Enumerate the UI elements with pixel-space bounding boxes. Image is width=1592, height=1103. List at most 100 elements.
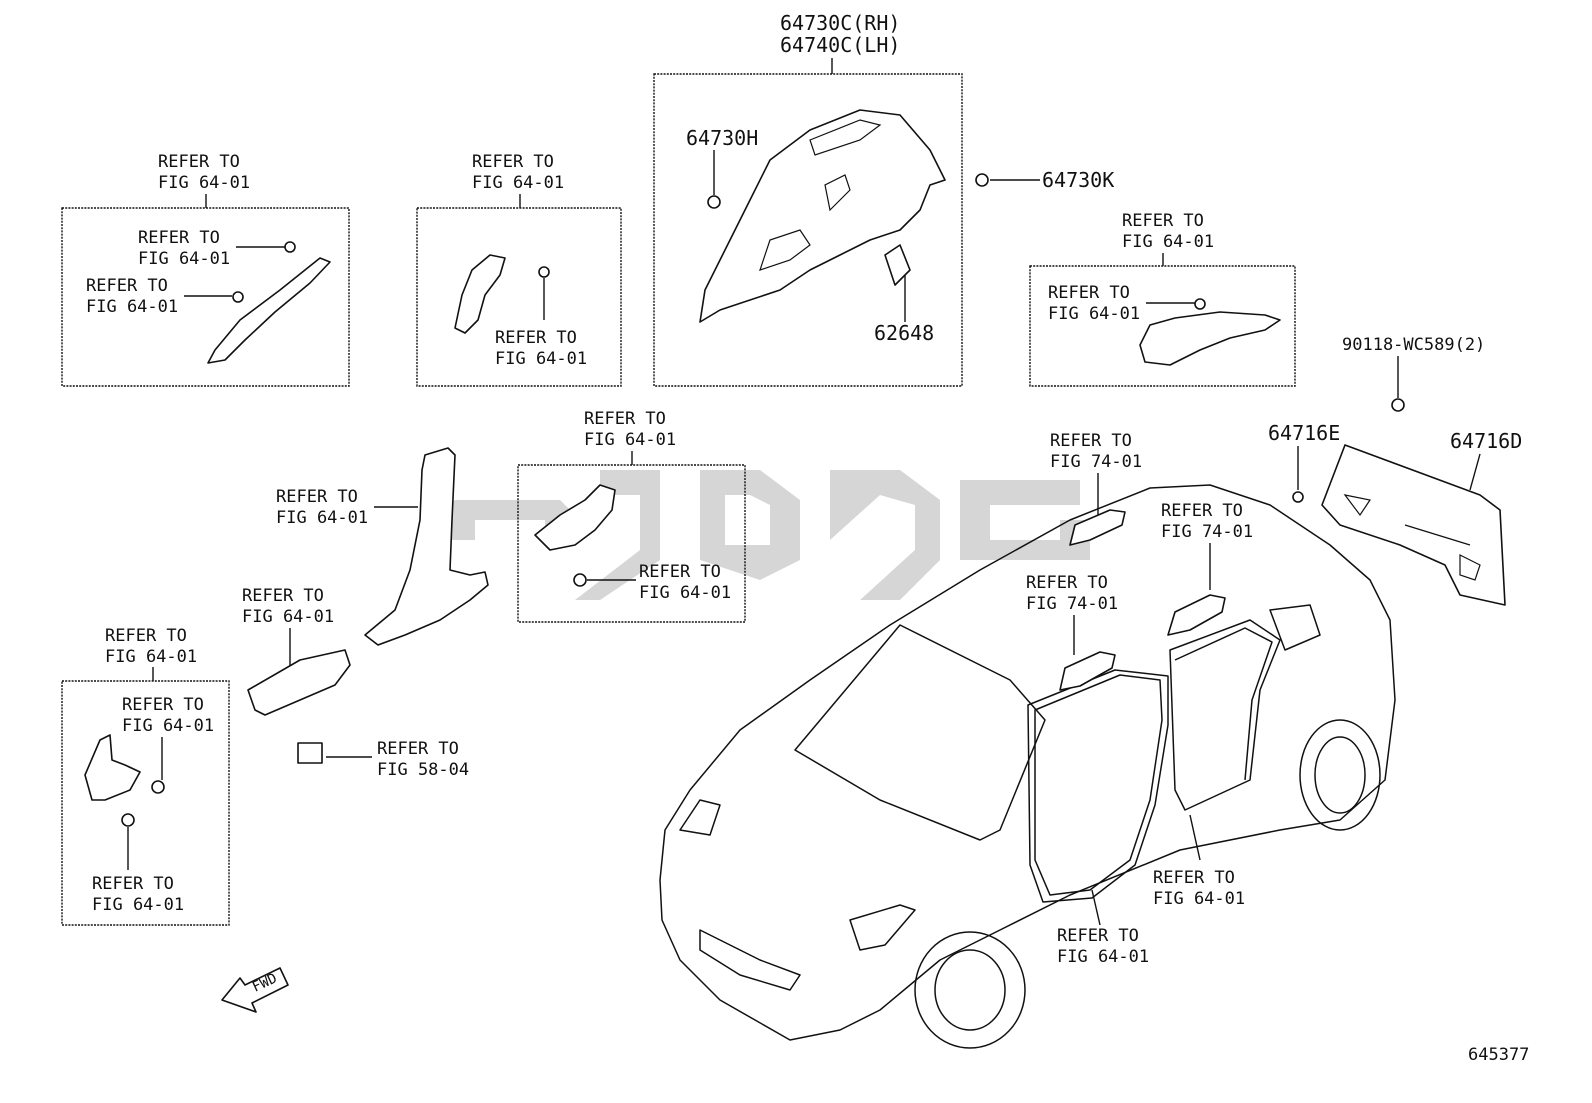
detail-box bbox=[61, 207, 350, 387]
part-64716D: 64716D bbox=[1450, 429, 1522, 453]
callout-text: FIG 64-01 bbox=[472, 173, 564, 193]
callout-text: REFER TO bbox=[138, 228, 220, 248]
forward-arrow-icon bbox=[221, 967, 289, 1013]
group-rear-trim: REFER TO FIG 64-01 REFER TO FIG 64-01 bbox=[1029, 211, 1296, 387]
rear-door-opening bbox=[1169, 619, 1281, 811]
assist-grip bbox=[1069, 509, 1126, 546]
callout-text: REFER TO bbox=[1050, 431, 1132, 451]
detail-box bbox=[61, 680, 230, 926]
callout-text: FIG 64-01 bbox=[86, 297, 178, 317]
callout-text: REFER TO bbox=[122, 695, 204, 715]
detail-box bbox=[653, 73, 963, 387]
part-90118: 90118-WC589(2) bbox=[1342, 335, 1485, 355]
front-door-opening bbox=[1034, 674, 1163, 896]
callout-text: REFER TO bbox=[105, 626, 187, 646]
cover-62648 bbox=[884, 244, 911, 286]
detail-box bbox=[517, 464, 746, 623]
callout-text: REFER TO bbox=[276, 487, 358, 507]
clip-icon bbox=[121, 813, 135, 827]
rear-trim-panel bbox=[1139, 311, 1281, 366]
front-wheel bbox=[914, 931, 1026, 1049]
callout-text: FIG 74-01 bbox=[1050, 452, 1142, 472]
clip-icon bbox=[284, 241, 296, 253]
group-64730K: 64730K bbox=[975, 168, 1114, 192]
group-luggage-trim: 90118-WC589(2) 64716E 64716D bbox=[1268, 335, 1522, 606]
callout-text: FIG 64-01 bbox=[138, 249, 230, 269]
clip-icon bbox=[573, 573, 587, 587]
callout-text: REFER TO bbox=[242, 586, 324, 606]
assist-grip bbox=[1059, 651, 1116, 691]
diagram-number: 645377 bbox=[1468, 1045, 1529, 1065]
watermark bbox=[445, 470, 1090, 600]
clip-icon bbox=[151, 780, 165, 794]
part-62648: 62648 bbox=[874, 321, 934, 345]
group-quarter-trim: 64730C(RH) 64740C(LH) 64730H 62648 bbox=[653, 11, 963, 387]
luggage-trim-panel bbox=[1321, 444, 1506, 606]
callout-text: REFER TO bbox=[1153, 868, 1235, 888]
callout-text: REFER TO bbox=[92, 874, 174, 894]
callout-text: REFER TO bbox=[495, 328, 577, 348]
part-64730K: 64730K bbox=[1042, 168, 1114, 192]
windshield bbox=[794, 624, 1046, 841]
callout-text: FIG 64-01 bbox=[639, 583, 731, 603]
center-pillar-garnish bbox=[364, 447, 489, 646]
pillar-garnish bbox=[454, 254, 506, 334]
callout-text: FIG 64-01 bbox=[584, 430, 676, 450]
detail-box bbox=[1029, 265, 1296, 387]
door-trim-piece bbox=[534, 484, 616, 551]
detail-box bbox=[416, 207, 622, 387]
clip-icon bbox=[1391, 398, 1405, 412]
callout-text: REFER TO bbox=[377, 739, 459, 759]
assist-grip bbox=[1167, 594, 1226, 636]
callout-text: REFER TO bbox=[1161, 501, 1243, 521]
callout-text: FIG 64-01 bbox=[495, 349, 587, 369]
callout-text: FIG 64-01 bbox=[1122, 232, 1214, 252]
callout-text: FIG 64-01 bbox=[92, 895, 184, 915]
assembly-rh: 64730C(RH) bbox=[780, 11, 900, 35]
fig-label: FIG 64-01 bbox=[158, 173, 250, 193]
headlamp bbox=[849, 904, 916, 951]
group-assist-grips: REFER TO FIG 74-01 REFER TO FIG 74-01 RE… bbox=[1026, 431, 1253, 967]
callout-text: FIG 58-04 bbox=[377, 760, 469, 780]
callout-text: FIG 64-01 bbox=[1153, 889, 1245, 909]
callout-text: FIG 64-01 bbox=[122, 716, 214, 736]
assembly-lh: 64740C(LH) bbox=[780, 33, 900, 57]
part-64716E: 64716E bbox=[1268, 421, 1340, 445]
clip-icon bbox=[538, 266, 550, 278]
callout-text: FIG 64-01 bbox=[105, 647, 197, 667]
part-64730H: 64730H bbox=[686, 126, 758, 150]
callout-text: REFER TO bbox=[1122, 211, 1204, 231]
clip-icon bbox=[975, 173, 989, 187]
group-center-pillar: REFER TO FIG 64-01 REFER TO FIG 64-01 RE… bbox=[242, 447, 489, 780]
callout-text: REFER TO bbox=[86, 276, 168, 296]
clip-icon bbox=[1194, 298, 1206, 310]
callout-text: FIG 74-01 bbox=[1161, 522, 1253, 542]
callout-text: REFER TO bbox=[1057, 926, 1139, 946]
fwd-arrow: FWD bbox=[221, 967, 289, 1013]
car-body-outline bbox=[659, 484, 1396, 1049]
quarter-window bbox=[1269, 604, 1321, 651]
group-pillar-lower: REFER TO FIG 64-01 REFER TO FIG 64-01 bbox=[416, 152, 622, 387]
callout-text: REFER TO bbox=[472, 152, 554, 172]
group-door-trim: REFER TO FIG 64-01 REFER TO FIG 64-01 bbox=[517, 409, 746, 623]
clip-icon bbox=[232, 291, 244, 303]
callout-text: REFER TO bbox=[584, 409, 666, 429]
group-a-pillar: REFER TO FIG 64-01 REFER TO FIG 64-01 RE… bbox=[61, 152, 350, 387]
callout-text: FIG 74-01 bbox=[1026, 594, 1118, 614]
grille bbox=[699, 929, 801, 991]
callout-text: REFER TO bbox=[639, 562, 721, 582]
group-kick-panel: REFER TO FIG 64-01 REFER TO FIG 64-01 RE… bbox=[61, 626, 230, 926]
a-pillar-garnish bbox=[207, 257, 331, 364]
scuff-plate bbox=[247, 649, 351, 716]
callout-text: REFER TO bbox=[1048, 283, 1130, 303]
refer-label: REFER TO bbox=[158, 152, 240, 172]
rear-wheel bbox=[1299, 719, 1381, 831]
clip-icon bbox=[1292, 491, 1304, 503]
kick-panel bbox=[84, 734, 141, 801]
clip-icon bbox=[707, 195, 721, 209]
callout-text: FIG 64-01 bbox=[276, 508, 368, 528]
callout-text: FIG 64-01 bbox=[1048, 304, 1140, 324]
callout-text: FIG 64-01 bbox=[1057, 947, 1149, 967]
callout-text: REFER TO bbox=[1026, 573, 1108, 593]
